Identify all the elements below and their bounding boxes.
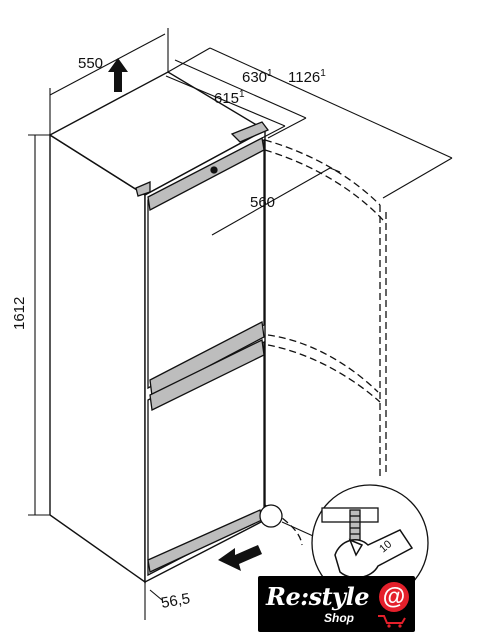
door-swing-outline [264,139,387,546]
foot-offset-label: 56,5 [160,590,192,612]
fridge-doors [135,121,270,577]
depth-handle-label: 6301 [242,68,273,86]
restyle-shop-logo: Re:style Shop @ [258,576,415,632]
niche-depth-label: 560 [250,194,275,211]
logo-at-symbol: @ [379,582,409,612]
fridge-front-face [49,133,146,584]
depth-body-note: 1 [239,89,245,100]
depth-door-open-note: 1 [320,68,326,79]
depth-body-label: 6151 [214,89,245,107]
dimension-lines [28,28,453,620]
lower-door-handle [149,339,265,411]
depth-door-open-value: 1126 [288,69,320,86]
cart-icon [378,615,406,628]
logo-brand-main: Re:style [266,582,370,611]
logo-brand-sub: Shop [324,611,354,625]
depth-handle-value: 630 [242,69,267,86]
upper-door-handle [147,137,265,211]
depth-door-open-label: 11261 [288,68,326,86]
width-label: 550 [78,55,103,72]
depth-body-value: 615 [214,90,239,107]
depth-handle-note: 1 [267,68,273,79]
up-arrow-icon [108,58,128,92]
left-arrow-icon [218,545,262,571]
height-label: 1612 [11,297,28,330]
